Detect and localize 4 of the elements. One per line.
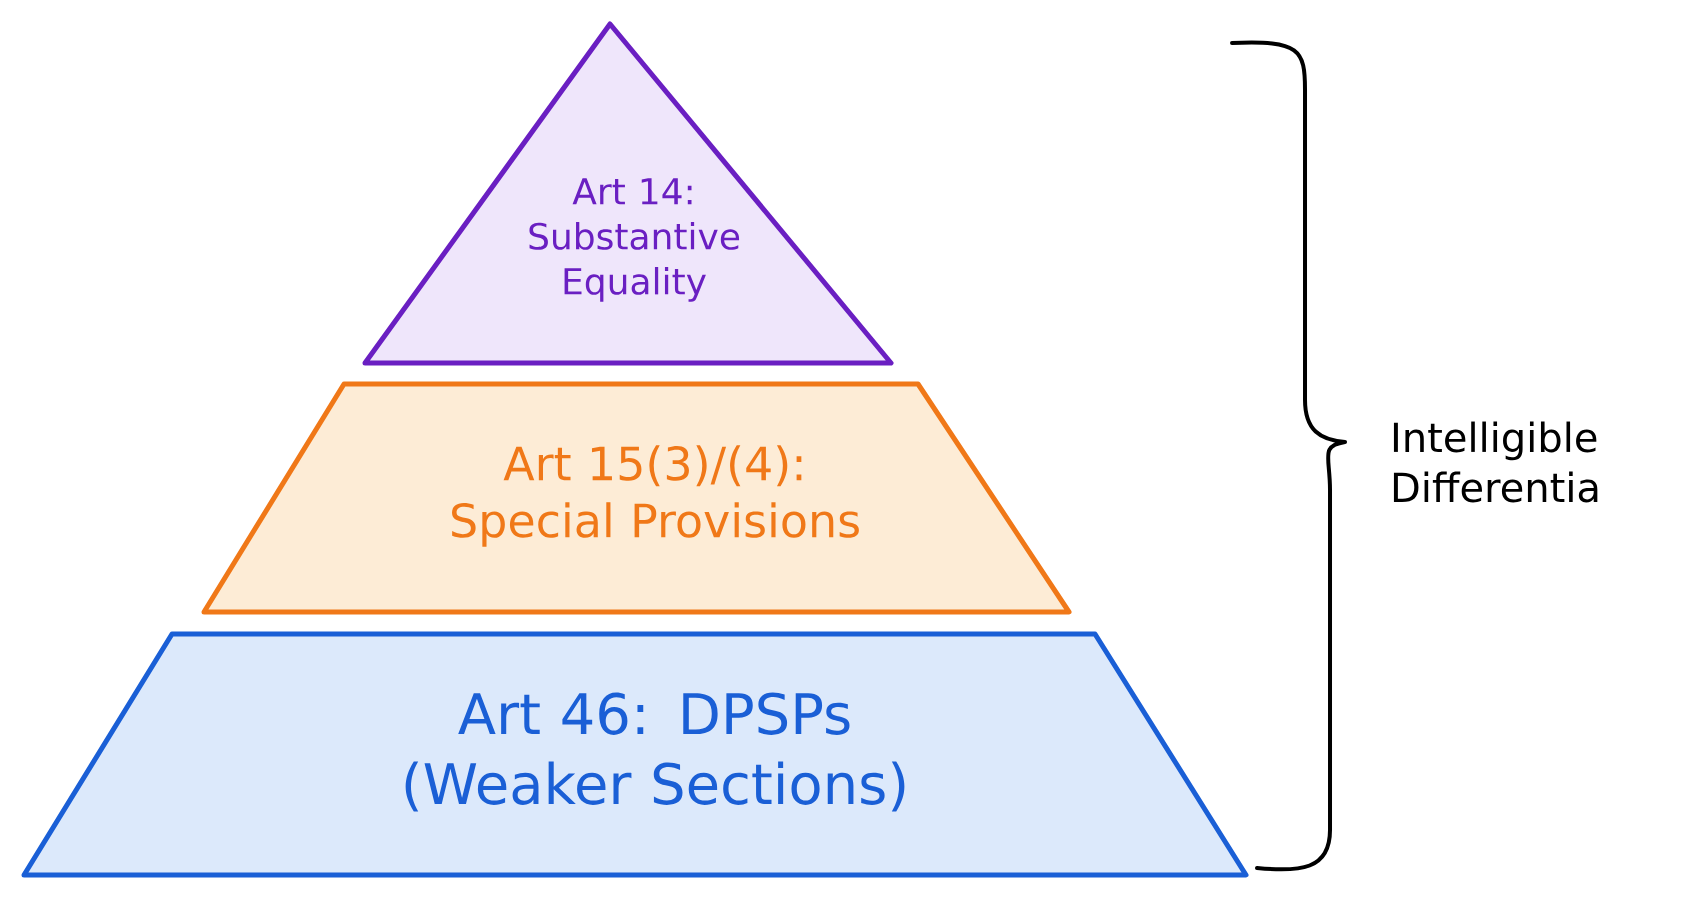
- pyramid-tier: Art 15(3)/(4): Special Provisions: [201, 381, 1072, 615]
- pyramid-tier: Art 14: Substantive Equality: [362, 21, 894, 366]
- pyramid-tier: Art 46: DPSPs (Weaker Sections): [21, 631, 1249, 878]
- brace-label: Intelligible Differentia: [1393, 421, 1598, 503]
